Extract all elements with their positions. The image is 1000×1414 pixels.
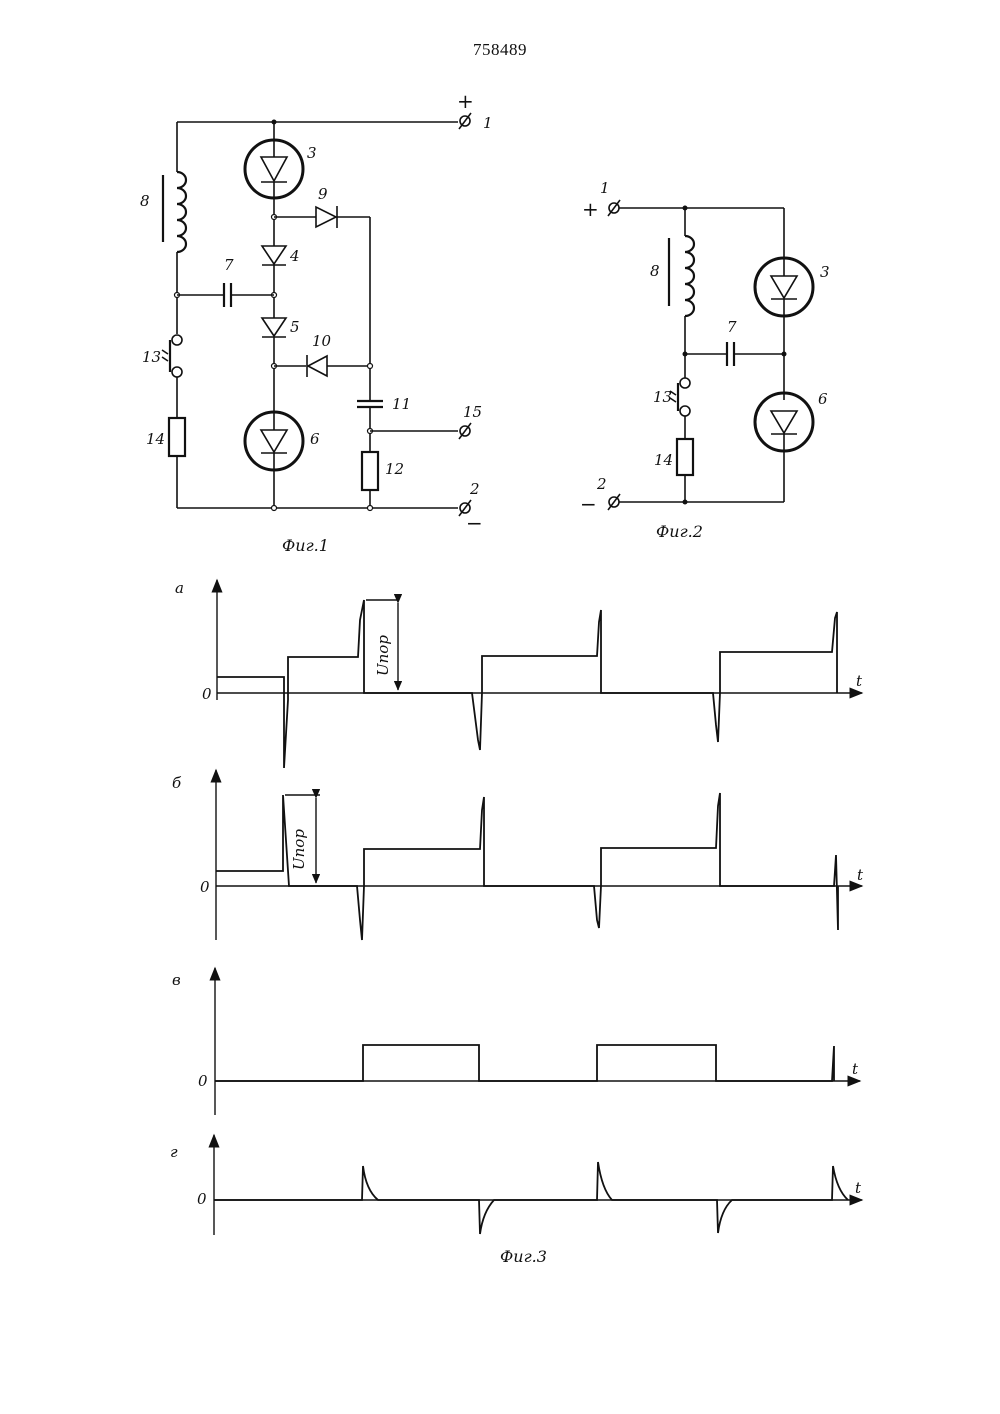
diode-5-fig1 [262,318,286,336]
inductor-8-fig2 [685,236,694,316]
fig2-terminal-1-label: 1 [600,179,610,197]
fig2-plus-sign: + [582,197,599,221]
fig1-label-10: 10 [312,332,332,350]
panel-v-t-label: t [852,1060,859,1078]
fig2-label-6: 6 [818,390,828,408]
waveform-panel-v: в 0 t [172,968,860,1115]
panel-b-uthreshold-label: Uпор [290,829,308,870]
fig1-label-13: 13 [142,348,161,366]
fig2-label-7: 7 [727,318,737,336]
fig1-label-3: 3 [307,144,317,162]
fig1-label-5: 5 [290,318,300,336]
fig1-label-4: 4 [289,247,300,265]
fig2-label-13: 13 [653,388,672,406]
panel-g-zero: 0 [197,1190,207,1208]
resistor-12-fig1 [362,452,378,490]
panel-b-signal [216,793,838,940]
figure-1-circuit: + 1 2 − 8 13 14 3 [140,89,493,555]
fig1-caption: Фиг.1 [282,536,329,555]
fig1-label-8: 8 [140,192,150,210]
panel-g-t-label: t [855,1179,862,1197]
fig2-label-14: 14 [654,451,673,469]
panel-a-zero: 0 [202,685,212,703]
panel-a-letter: а [175,579,184,597]
fig2-caption: Фиг.2 [656,522,703,541]
panel-v-zero: 0 [198,1072,208,1090]
fig1-plus-sign: + [457,89,474,113]
fig1-label-12: 12 [385,460,404,478]
fig2-minus-sign: − [580,492,597,516]
fig1-label-6: 6 [310,430,320,448]
panel-a-uthreshold-label: Uпор [374,635,392,676]
panel-a-signal [217,600,837,768]
fig2-label-3: 3 [820,263,830,281]
panel-a-t-label: t [856,672,863,690]
panel-g-letter: г [170,1143,178,1161]
fig1-terminal-1-label: 1 [483,114,493,132]
waveform-panel-b: б 0 t Uпор [172,770,864,940]
resistor-14-fig1 [169,418,185,456]
fig2-terminal-2-label: 2 [596,475,607,493]
waveform-panel-a: а 0 t Uпор [175,579,863,768]
figure-2-circuit: + 1 8 13 14 7 [580,179,830,541]
fig2-label-8: 8 [650,262,660,280]
fig1-label-11: 11 [392,395,411,413]
panel-v-letter: в [172,971,181,989]
fig1-label-7: 7 [224,256,234,274]
figure-3-waveforms: а 0 t Uпор б 0 t Uпор в 0 t [170,579,864,1266]
diode-4-fig1 [262,246,286,264]
fig1-label-14: 14 [146,430,165,448]
panel-b-t-label: t [857,866,864,884]
waveform-panel-g: г 0 t [170,1135,862,1235]
fig1-label-9: 9 [318,185,328,203]
fig3-caption: Фиг.3 [500,1247,547,1266]
resistor-14-fig2 [677,439,693,475]
fig1-minus-sign: − [466,511,483,535]
panel-v-signal [215,1045,834,1081]
panel-b-letter: б [172,774,182,792]
panel-b-zero: 0 [200,878,210,896]
diode-10-fig1 [308,356,327,376]
fig1-terminal-2-label: 2 [469,480,480,498]
diode-9-fig1 [316,207,336,227]
panel-g-signal [214,1162,848,1234]
inductor-8-fig1 [177,172,186,252]
fig1-label-15: 15 [463,403,482,421]
